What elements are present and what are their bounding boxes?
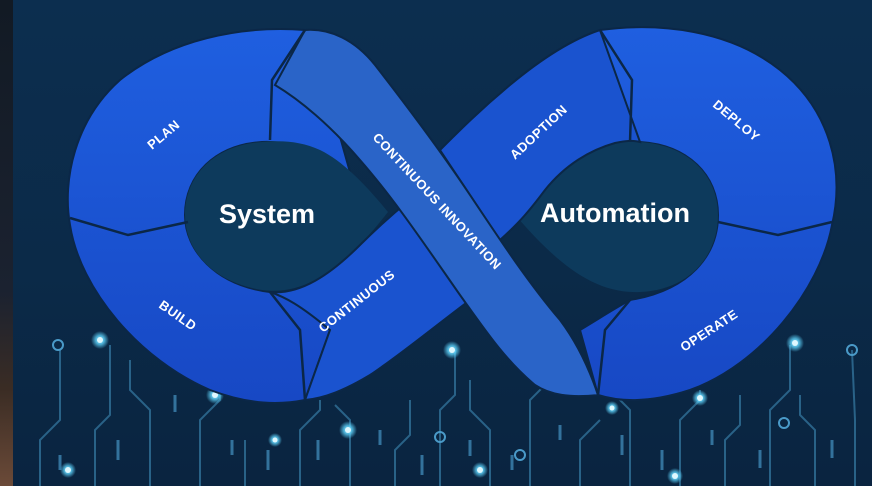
left-inner-hole xyxy=(185,141,388,291)
automation-label: Automation xyxy=(540,198,690,228)
continuous-arm xyxy=(269,198,472,402)
adoption-arm xyxy=(438,28,642,242)
infinity-loop xyxy=(66,26,838,404)
system-label: System xyxy=(219,199,315,229)
right-inner-hole xyxy=(512,141,718,293)
segment-dividers xyxy=(69,29,833,401)
circuit-dashes xyxy=(58,395,834,475)
photo-edge-strip xyxy=(0,0,13,486)
